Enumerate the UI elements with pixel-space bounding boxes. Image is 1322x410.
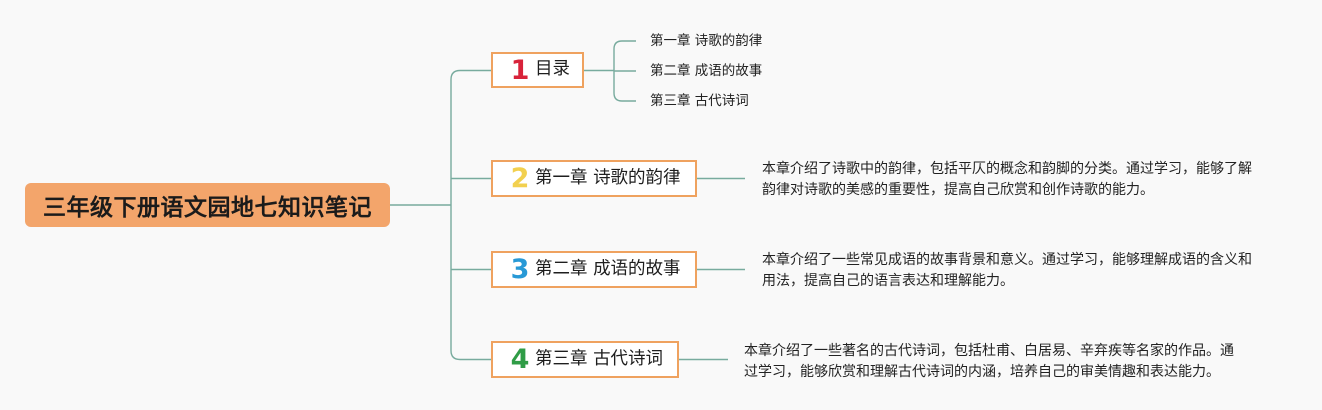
number-4-icon: 4: [510, 344, 530, 375]
topic-label: 目录: [535, 59, 570, 80]
toc-item-chapter-1[interactable]: 第一章 诗歌的韵律: [650, 33, 763, 49]
number-2-icon: 2: [510, 163, 530, 194]
topic-table-of-contents[interactable]: 1 目录: [491, 52, 584, 88]
topic-chapter-1[interactable]: 2 第一章 诗歌的韵律: [491, 160, 697, 197]
number-1-icon: 1: [510, 54, 530, 86]
root-topic[interactable]: 三年级下册语文园地七知识笔记: [25, 183, 390, 227]
topic-chapter-2[interactable]: 3 第二章 成语的故事: [491, 251, 697, 288]
toc-item-chapter-2[interactable]: 第二章 成语的故事: [650, 63, 763, 79]
number-3-icon: 3: [510, 254, 530, 285]
connector-trunk: [450, 69, 491, 361]
topic-label: 第二章 成语的故事: [535, 258, 681, 279]
root-topic-title: 三年级下册语文园地七知识笔记: [43, 195, 372, 221]
toc-item-chapter-3[interactable]: 第三章 古代诗词: [650, 93, 749, 109]
chapter-2-summary[interactable]: 本章介绍了一些常见成语的故事背景和意义。通过学习，能够理解成语的含义和用法，提高…: [762, 252, 1252, 289]
topic-label: 第三章 古代诗词: [535, 348, 664, 369]
topic-chapter-3[interactable]: 4 第三章 古代诗词: [491, 341, 679, 378]
chapter-3-summary[interactable]: 本章介绍了一些著名的古代诗词，包括杜甫、白居易、辛弃疾等名家的作品。通过学习，能…: [744, 343, 1234, 380]
chapter-1-summary[interactable]: 本章介绍了诗歌中的韵律，包括平仄的概念和韵脚的分类。通过学习，能够了解韵律对诗歌…: [762, 161, 1252, 198]
topic-label: 第一章 诗歌的韵律: [535, 167, 681, 188]
